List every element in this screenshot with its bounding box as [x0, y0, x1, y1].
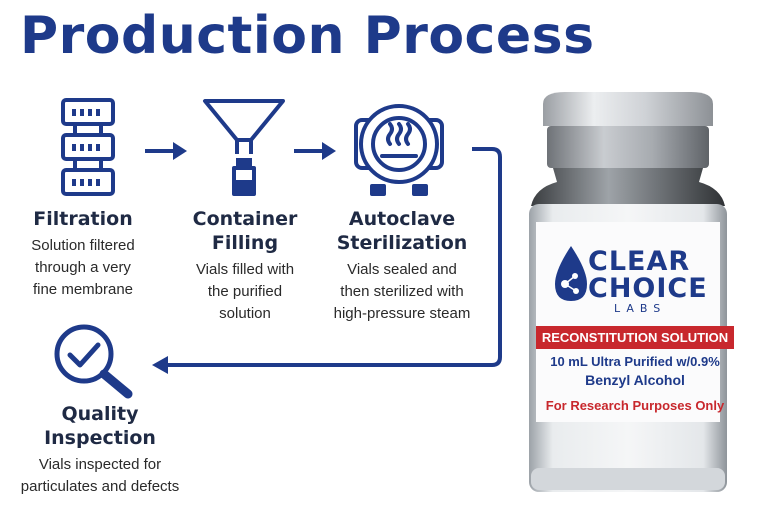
- flow-arrow-2: [292, 140, 338, 162]
- page-title: Production Process: [20, 6, 595, 66]
- step-desc-line: the purified: [207, 283, 283, 300]
- step-name-line: Inspection: [44, 427, 156, 449]
- research-disclaimer: For Research Purposes Only: [545, 398, 725, 413]
- filter-membrane-icon: [55, 98, 121, 198]
- product-line-2: Benzyl Alcohol: [585, 372, 685, 388]
- flow-arrow-1: [143, 140, 189, 162]
- step-quality-inspection: Quality Inspection Vials inspected for p…: [2, 402, 198, 498]
- step-desc-line: fine membrane: [32, 281, 134, 298]
- step-desc-line: Vials sealed and: [347, 261, 457, 278]
- autoclave-icon: [352, 100, 446, 200]
- brand-line-clear: CLEAR: [588, 246, 691, 277]
- step-name-line: Filling: [211, 232, 279, 254]
- step-desc-line: solution: [219, 305, 271, 322]
- step-desc-line: through a very: [35, 259, 131, 276]
- step-desc-line: high-pressure steam: [333, 305, 471, 322]
- step-desc-line: then sterilized with: [340, 283, 464, 300]
- step-name-line: Quality: [61, 403, 139, 425]
- return-arrow: [150, 145, 506, 377]
- reconstitution-band: RECONSTITUTION SOLUTION: [536, 326, 734, 349]
- step-name-line: Autoclave: [348, 208, 456, 230]
- funnel-vial-icon: [202, 98, 286, 200]
- brand-line-labs: LABS: [614, 302, 667, 315]
- brand-line-choice: CHOICE: [588, 273, 708, 304]
- step-autoclave-sterilization: Autoclave Sterilization Vials sealed and…: [318, 207, 486, 325]
- step-name: Filtration: [33, 208, 133, 230]
- step-filtration: Filtration Solution filtered through a v…: [8, 207, 158, 301]
- magnifier-check-icon: [52, 322, 134, 400]
- step-desc-line: particulates and defects: [20, 478, 180, 495]
- step-desc-line: Vials filled with: [195, 261, 295, 278]
- product-line-1: 10 mL Ultra Purified w/0.9%: [550, 354, 720, 369]
- step-name-line: Container: [192, 208, 298, 230]
- step-container-filling: Container Filling Vials filled with the …: [170, 207, 320, 325]
- step-name-line: Sterilization: [336, 232, 468, 254]
- step-desc-line: Solution filtered: [31, 237, 135, 254]
- step-desc-line: Vials inspected for: [38, 456, 162, 473]
